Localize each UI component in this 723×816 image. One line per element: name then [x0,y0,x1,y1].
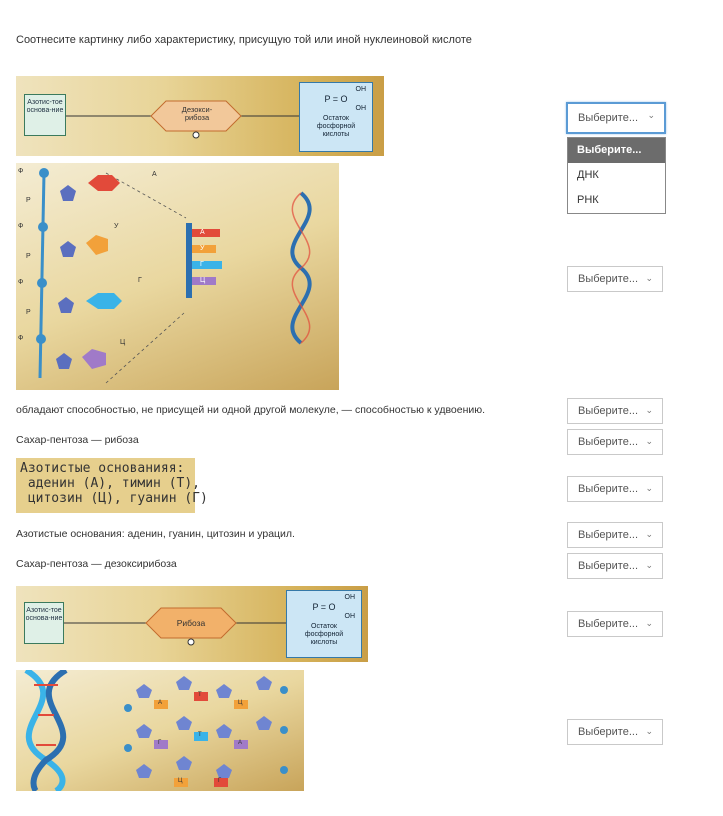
item-text-4: Сахар-пентоза — рибоза [16,434,139,446]
stack-letter: У [200,245,205,252]
answer-dropdown-1[interactable]: Выберите... ДНК РНК [567,137,666,214]
helix-drawing [24,670,288,791]
phosphate-oh2: OH [344,613,356,620]
select-value: Выберите... [578,529,639,541]
dropdown-option[interactable]: РНК [577,194,599,206]
strand-label: Р [26,253,31,260]
stack-letter: А [200,229,205,236]
base-letter: Ц [120,339,126,346]
bases-line: цитозин (Ц), гуанин (Г) [20,491,208,506]
base-letter: Г [138,277,142,284]
answer-select-4[interactable]: Выберите... ⌄ [567,429,663,455]
dna-double-helix-image: А Т Ц Г Т А Ц Г [16,670,304,791]
base-letter: У [114,223,119,230]
connector-lines [64,607,286,646]
strand-label: Ф [18,335,24,342]
helix-letter: Т [198,732,202,738]
chevron-down-icon: ⌄ [645,529,653,539]
select-value: Выберите... [578,405,639,417]
deoxyribose-nucleotide-image: Азотис-тое основа-ние Дезокси-рибоза OH … [16,76,384,156]
chevron-down-icon: ⌄ [645,560,653,570]
bases-line: аденин (А), тимин (Т), [20,476,201,491]
answer-select-5[interactable]: Выберите... ⌄ [567,476,663,502]
helix-letter: Г [158,740,162,746]
select-value: Выберите... [578,618,639,630]
helix-letter: Т [198,692,202,698]
phosphate-formula: P = O [324,94,348,104]
sugar-label: Дезокси-рибоза [181,105,213,122]
stack-letter: Г [200,261,204,268]
helix-letter: Ц [238,700,243,706]
answer-select-6[interactable]: Выберите... ⌄ [567,522,663,548]
sugar-label: Рибоза [176,618,206,628]
phosphate-formula: P = O [312,602,336,612]
helix-letter: Ц [178,778,183,784]
select-value: Выберите... [578,436,639,448]
answer-select-2[interactable]: Выберите... ⌄ [567,266,663,292]
answer-select-9[interactable]: Выберите... ⌄ [567,719,663,745]
phosphate-label: Остаток фосфорной кислоты [304,623,344,646]
question-text: Соотнесите картинку либо характеристику,… [16,34,472,46]
base-box: Азотис-тое основа-ние [24,602,64,644]
phosphate-label: Остаток фосфорной кислоты [316,115,356,138]
helix-letter: А [238,740,243,746]
select-value: Выберите... [578,273,639,285]
item-text-3: обладают способностью, не присущей ни од… [16,404,486,416]
chevron-down-icon: ⌄ [645,726,653,736]
helix-letter: А [158,700,163,706]
dna-bases-image: Азотистые основанияя: аденин (А), тимин … [16,458,208,513]
strand-label: Ф [18,279,24,286]
chevron-down-icon: ⌄ [645,273,653,283]
ribose-nucleotide-image: Азотис-тое основа-ние Рибоза OH P = O OH… [16,586,368,662]
answer-select-1[interactable]: Выберите... ⌄ [566,102,666,134]
item-text-6: Азотистые основания: аденин, гуанин, цит… [16,528,295,540]
phosphate-oh1: OH [355,86,367,93]
dropdown-option[interactable]: Выберите... [568,138,665,163]
answer-select-8[interactable]: Выберите... ⌄ [567,611,663,637]
strand-label: Ф [18,168,24,175]
chevron-down-icon: ⌄ [645,405,653,415]
phosphate-box: OH P = O OH Остаток фосфорной кислоты [299,82,373,152]
rna-strand-image: Ф Р Ф Р Ф Р Ф А У Г Ц А У Г Ц [16,163,339,390]
strand-label: Р [26,309,31,316]
chevron-down-icon: ⌄ [645,618,653,628]
stack-letter: Ц [200,277,206,284]
dropdown-option[interactable]: ДНК [577,169,599,181]
phosphate-oh2: OH [355,105,367,112]
phosphate-oh1: OH [344,594,356,601]
strand-label: Р [26,197,31,204]
select-value: Выберите... [578,483,639,495]
answer-select-3[interactable]: Выберите... ⌄ [567,398,663,424]
item-text-7: Сахар-пентоза — дезоксирибоза [16,558,177,570]
base-letter: А [152,171,157,178]
answer-select-7[interactable]: Выберите... ⌄ [567,553,663,579]
select-value: Выберите... [578,112,639,124]
chevron-down-icon: ⌄ [645,483,653,493]
strand-drawing [36,168,312,384]
chevron-down-icon: ⌄ [645,436,653,446]
phosphate-box: OH P = O OH Остаток фосфорной кислоты [286,590,362,658]
strand-label: Ф [18,223,24,230]
helix-letter: Г [218,778,222,784]
select-value: Выберите... [578,726,639,738]
bases-line: Азотистые основанияя: [20,461,185,476]
base-box: Азотис-тое основа-ние [24,94,66,136]
select-value: Выберите... [578,560,639,572]
chevron-down-icon: ⌄ [647,110,655,120]
connector-lines [66,100,299,139]
